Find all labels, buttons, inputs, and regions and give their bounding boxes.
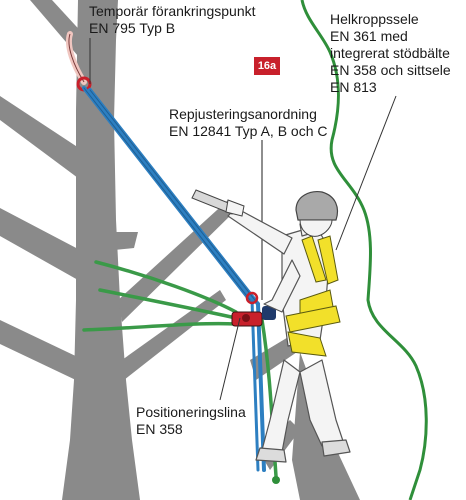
- chainsaw-icon: [191, 189, 245, 217]
- helmet-icon: [295, 191, 339, 237]
- rope-adjuster-icon: [231, 291, 276, 327]
- label-harness-line-2: EN 361 med: [330, 28, 408, 44]
- leader-lines: [89, 38, 397, 401]
- label-lanyard: Positioneringslina EN 358: [136, 404, 246, 438]
- label-anchor: Temporär förankringspunkt EN 795 Typ B: [89, 3, 256, 37]
- carabiner-icon: [245, 291, 259, 305]
- label-adjuster-line-2: EN 12841 Typ A, B och C: [169, 123, 328, 139]
- label-lanyard-line-2: EN 358: [136, 421, 183, 437]
- rope-end-knot: [272, 476, 280, 484]
- crown-outline: [300, 0, 428, 500]
- blue-ropes: [82, 86, 266, 472]
- label-anchor-line-2: EN 795 Typ B: [89, 20, 176, 36]
- figure-badge: 16a: [254, 57, 280, 75]
- label-harness-line-4: EN 358 och sittsele: [330, 62, 451, 78]
- label-harness-line-3: integrerat stödbälte: [330, 45, 450, 61]
- label-adjuster: Repjusteringsanordning EN 12841 Typ A, B…: [169, 106, 328, 140]
- label-anchor-line-1: Temporär förankringspunkt: [89, 3, 256, 19]
- label-harness-line-5: EN 813: [330, 79, 377, 95]
- label-harness-line-1: Helkroppssele: [330, 11, 419, 27]
- label-lanyard-line-1: Positioneringslina: [136, 404, 246, 420]
- harness-icon: [285, 235, 341, 357]
- label-adjuster-line-1: Repjusteringsanordning: [169, 106, 317, 122]
- label-harness: Helkroppssele EN 361 med integrerat stöd…: [330, 11, 451, 96]
